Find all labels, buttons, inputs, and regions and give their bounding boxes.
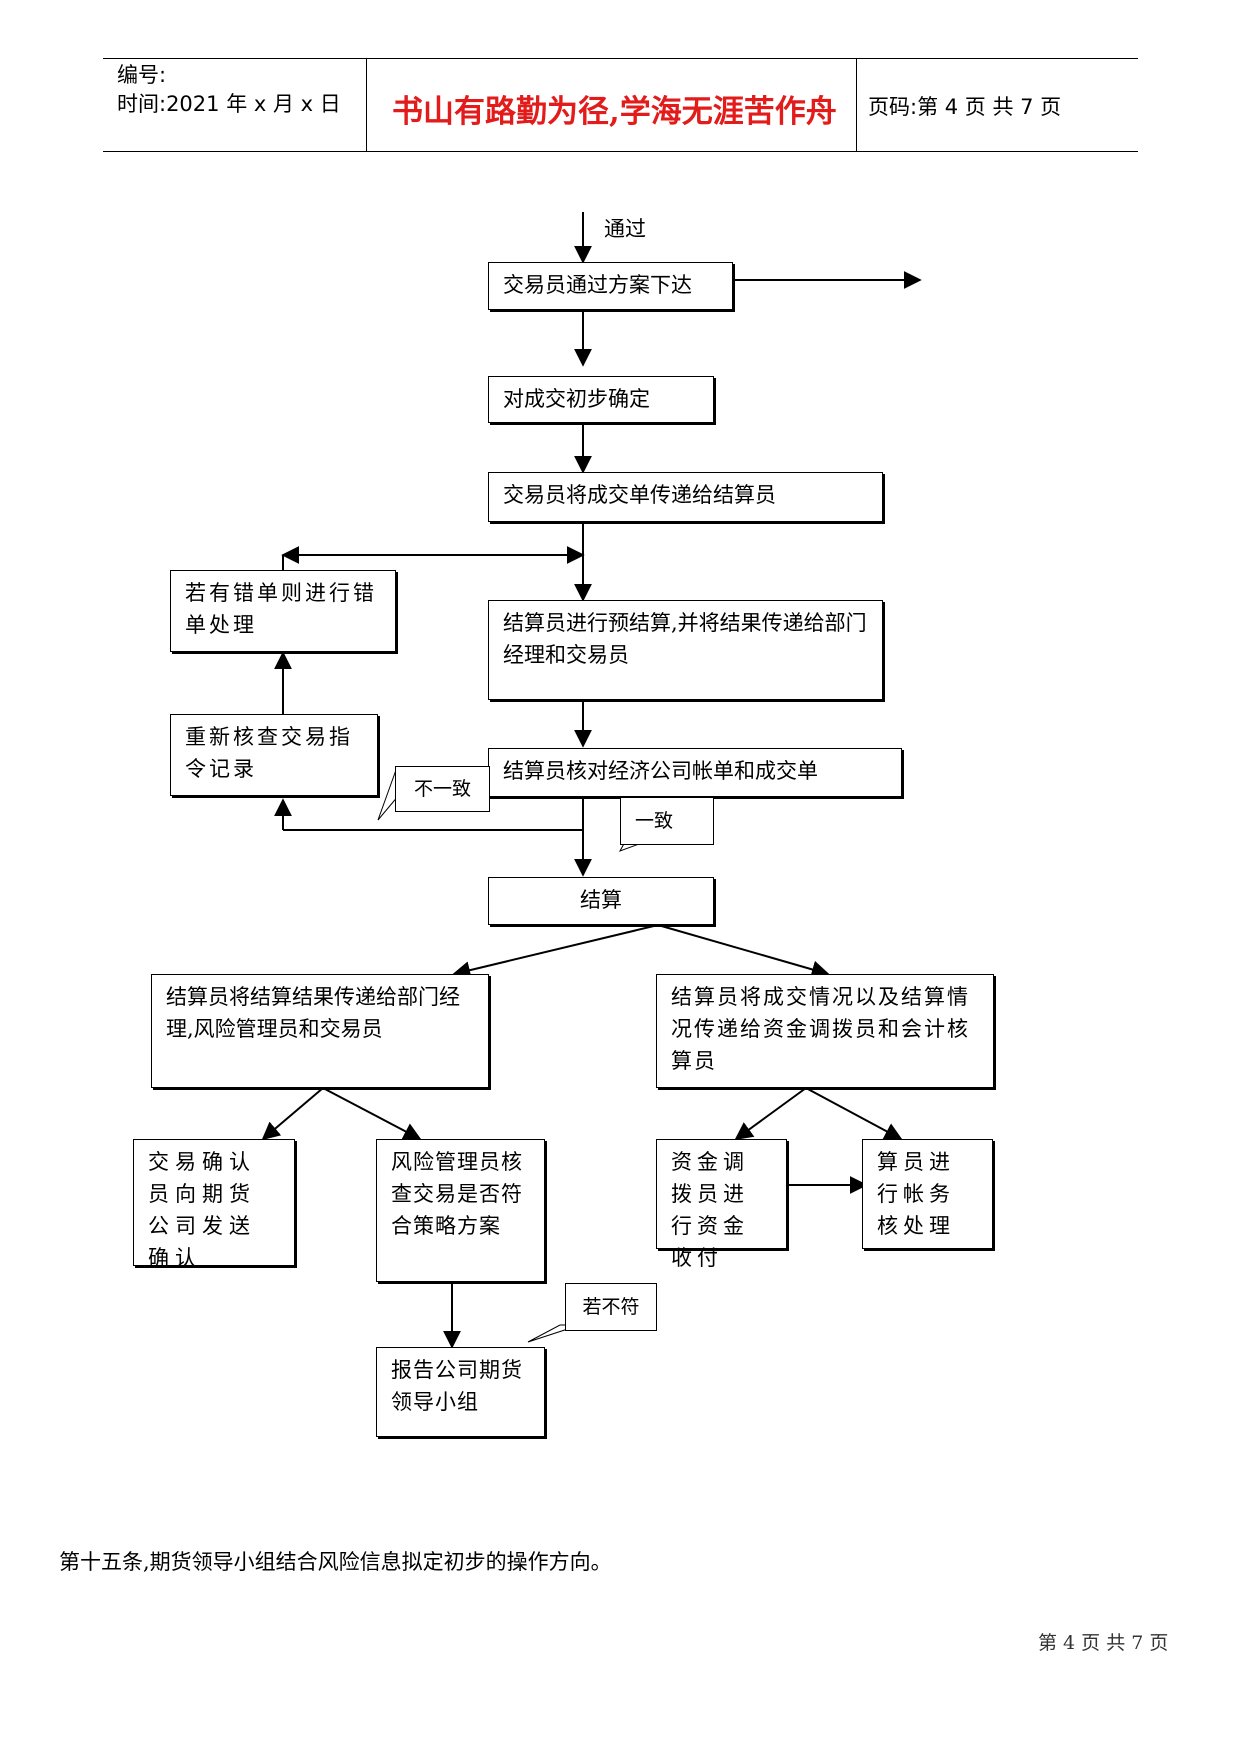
- confirm-to-futures-box: 交易确认员向期货公司发送确认: [133, 1139, 295, 1270]
- send-status-box: 结算员将成交情况以及结算情况传递给资金调拨员和会计核算员: [656, 974, 994, 1088]
- risk-check-box: 风险管理员核查交易是否符合策略方案: [376, 1139, 545, 1282]
- header-divider-left: [366, 58, 367, 152]
- pre-settlement-box: 结算员进行预结算,并将结果传递给部门经理和交易员: [488, 600, 883, 700]
- header-top-rule: [103, 58, 1138, 59]
- header-page-label: 页码:第 4 页 共 7 页: [868, 95, 1062, 119]
- header-divider-right: [856, 58, 857, 152]
- header-motto: 书山有路勤为径,学海无涯苦作舟: [392, 94, 837, 130]
- preliminary-confirm-box: 对成交初步确定: [488, 376, 714, 423]
- document-number-label: 编号:: [117, 63, 167, 87]
- trader-issue-box: 交易员通过方案下达: [488, 262, 733, 310]
- footer-page-number: 第 4 页 共 7 页: [1038, 1632, 1169, 1654]
- header-bottom-rule: [103, 151, 1138, 152]
- mismatch-callout: 不一致: [395, 766, 490, 812]
- document-time-label: 时间:2021 年 x 月 x 日: [117, 92, 341, 116]
- fund-transfer-box: 资金调拨员进行资金收付: [656, 1139, 787, 1270]
- not-match-callout: 若不符: [565, 1283, 657, 1331]
- pass-label: 通过: [604, 217, 646, 241]
- send-results-box: 结算员将结算结果传递给部门经理,风险管理员和交易员: [151, 974, 489, 1088]
- report-leaders-box: 报告公司期货领导小组: [376, 1347, 545, 1437]
- recheck-records-box: 重新核查交易指令记录: [170, 714, 378, 796]
- trader-pass-slip-box: 交易员将成交单传递给结算员: [488, 472, 883, 522]
- accounting-box: 算员进行帐务核处理: [862, 1139, 993, 1249]
- reconcile-box: 结算员核对经济公司帐单和成交单: [488, 748, 902, 797]
- error-handling-box: 若有错单则进行错单处理: [170, 570, 396, 652]
- settlement-box: 结算: [488, 877, 714, 925]
- match-callout: 一致: [620, 797, 714, 845]
- article-15-paragraph: 第十五条,期货领导小组结合风险信息拟定初步的操作方向。: [59, 1550, 612, 1574]
